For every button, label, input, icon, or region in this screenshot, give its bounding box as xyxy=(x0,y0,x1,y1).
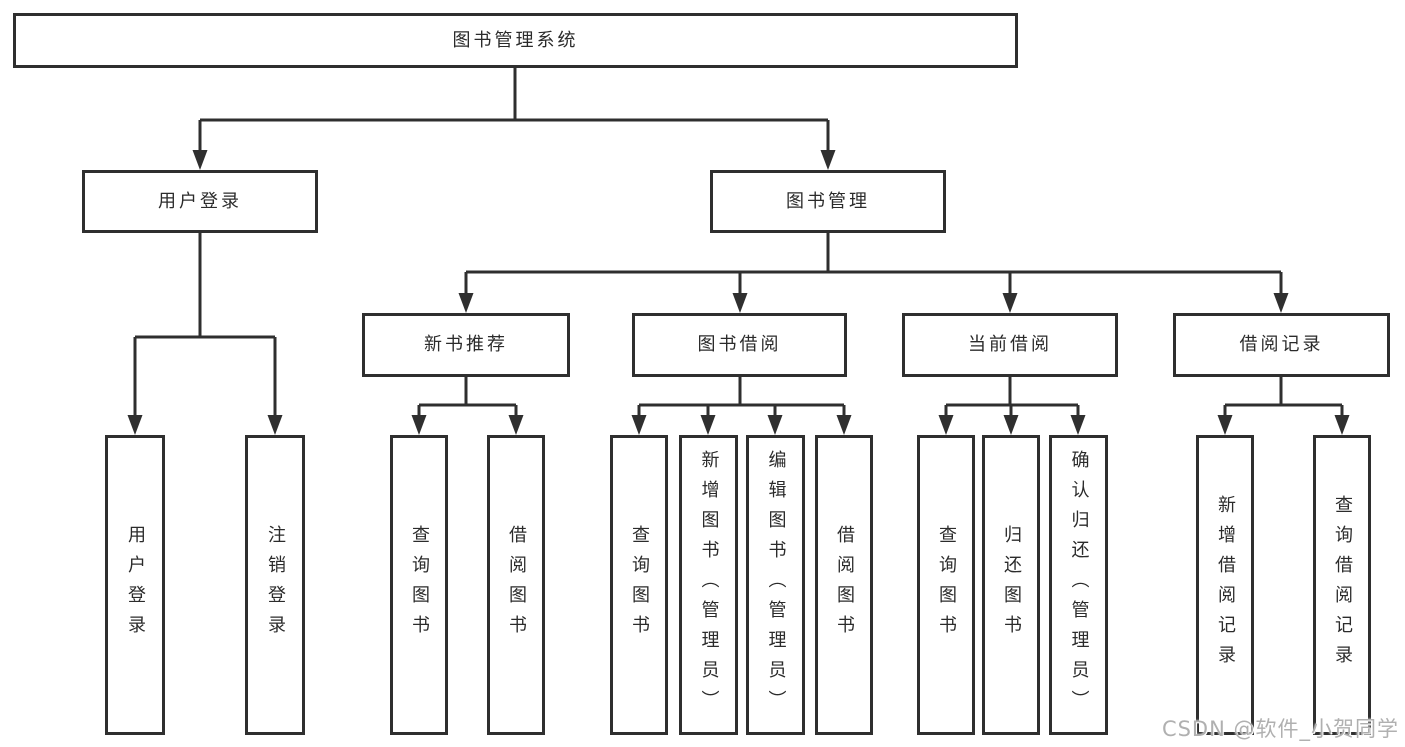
node-root: 图书管理系统 xyxy=(13,13,1018,68)
node-logout: 注销登录 xyxy=(245,435,305,735)
node-logout-label: 注销登录 xyxy=(265,525,286,645)
node-borrow-records-label: 借阅记录 xyxy=(1239,334,1324,355)
node-query-books-borrow-label: 查询图书 xyxy=(629,525,650,645)
connector-book-mgmt-branch xyxy=(464,233,1283,295)
connector-borrow-records-branch xyxy=(1223,377,1344,417)
node-return-books: 归还图书 xyxy=(982,435,1040,735)
node-borrow-books-leaf: 借阅图书 xyxy=(815,435,873,735)
node-query-books-current: 查询图书 xyxy=(917,435,975,735)
node-current-borrow: 当前借阅 xyxy=(902,313,1118,377)
node-book-management-label: 图书管理 xyxy=(786,190,870,212)
node-query-borrow-record-label: 查询借阅记录 xyxy=(1332,495,1353,675)
node-edit-book-admin-label: 编辑图书（管理员） xyxy=(765,450,787,720)
connector-current-borrow-branch xyxy=(944,377,1080,417)
node-book-borrow-label: 图书借阅 xyxy=(697,334,782,355)
node-add-borrow-record: 新增借阅记录 xyxy=(1196,435,1254,735)
node-borrow-books-recommend-label: 借阅图书 xyxy=(506,525,527,645)
node-book-borrow: 图书借阅 xyxy=(632,313,847,377)
node-query-books-recommend-label: 查询图书 xyxy=(409,525,430,645)
node-edit-book-admin: 编辑图书（管理员） xyxy=(746,435,805,735)
node-borrow-books-leaf-label: 借阅图书 xyxy=(834,525,855,645)
node-confirm-return-admin: 确认归还（管理员） xyxy=(1049,435,1108,735)
node-user-login-leaf: 用户登录 xyxy=(105,435,165,735)
node-query-books-borrow: 查询图书 xyxy=(610,435,668,735)
node-new-book-recommend: 新书推荐 xyxy=(362,313,570,377)
node-add-book-admin-label: 新增图书（管理员） xyxy=(698,450,720,720)
node-user-login: 用户登录 xyxy=(82,170,318,233)
node-borrow-books-recommend: 借阅图书 xyxy=(487,435,545,735)
connector-user-login-branch xyxy=(133,233,277,417)
node-add-book-admin: 新增图书（管理员） xyxy=(679,435,738,735)
node-confirm-return-admin-label: 确认归还（管理员） xyxy=(1068,450,1090,720)
node-borrow-records: 借阅记录 xyxy=(1173,313,1390,377)
connector-book-borrow-branch xyxy=(637,377,846,417)
node-book-management: 图书管理 xyxy=(710,170,946,233)
node-new-book-recommend-label: 新书推荐 xyxy=(424,334,508,355)
node-query-borrow-record: 查询借阅记录 xyxy=(1313,435,1371,735)
node-root-label: 图书管理系统 xyxy=(452,29,579,51)
node-query-books-current-label: 查询图书 xyxy=(936,525,957,645)
connector-new-book-branch xyxy=(417,377,518,417)
node-user-login-label: 用户登录 xyxy=(158,190,242,212)
node-add-borrow-record-label: 新增借阅记录 xyxy=(1215,495,1236,675)
node-query-books-recommend: 查询图书 xyxy=(390,435,448,735)
node-current-borrow-label: 当前借阅 xyxy=(968,334,1052,355)
node-user-login-leaf-label: 用户登录 xyxy=(125,525,146,645)
node-return-books-label: 归还图书 xyxy=(1001,525,1022,645)
watermark-text: CSDN @软件_小贺同学 xyxy=(1161,717,1399,741)
connector-root-to-level2 xyxy=(198,68,830,152)
